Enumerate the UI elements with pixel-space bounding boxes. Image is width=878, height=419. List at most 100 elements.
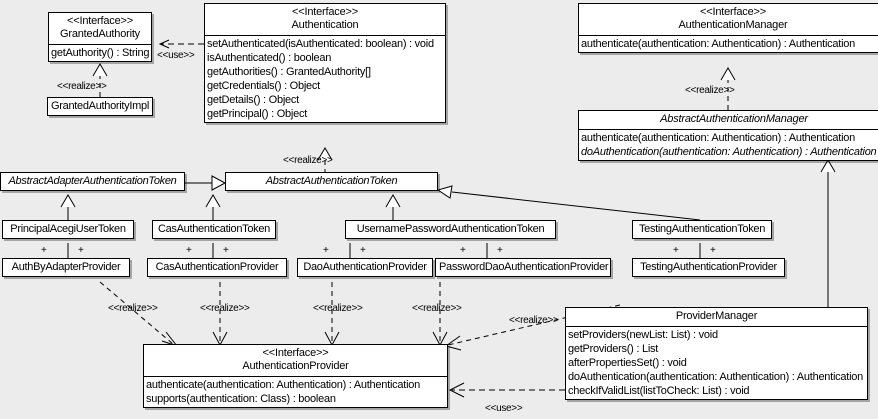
edge-label-realize-dao-provider: <<realize>>: [313, 303, 363, 314]
operation-supports: supports(authentication: Class) : boolea…: [146, 393, 336, 405]
operations-compartment: authenticate(authentication: Authenticat…: [579, 130, 878, 160]
edge-cas-token-extends-abstract-token: [205, 194, 221, 220]
class-name: ProviderManager: [675, 310, 758, 322]
association-end-plus: +: [673, 245, 679, 256]
edge-provider-manager-extends-abstract-auth-manager: [820, 159, 836, 307]
class-username-password-authentication-token[interactable]: UsernamePasswordAuthenticationToken: [345, 220, 556, 239]
operation-get-principal: getPrincipal() : Object: [207, 108, 308, 120]
class-name: AbstractAuthenticationManager: [660, 113, 808, 125]
operations-compartment: getAuthority() : String: [49, 45, 151, 61]
association-end-plus: +: [360, 245, 366, 256]
class-authentication[interactable]: <<Interface>> Authentication setAuthenti…: [204, 3, 446, 123]
class-name: AbstractAuthenticationToken: [265, 175, 398, 187]
operations-compartment: authenticate(authentication: Authenticat…: [144, 377, 447, 407]
edge-principal-token-extends-adapter-token: [60, 194, 76, 220]
stereotype-interface: <<Interface>>: [67, 15, 133, 27]
class-cas-authentication-provider[interactable]: CasAuthenticationProvider: [147, 258, 287, 277]
class-authentication-provider[interactable]: <<Interface>> AuthenticationProvider aut…: [143, 344, 448, 408]
divider: [579, 35, 878, 36]
operation-do-authentication: doAuthentication(authentication: Authent…: [581, 146, 877, 158]
stereotype-interface: <<Interface>>: [700, 6, 766, 18]
class-authentication-manager[interactable]: <<Interface>> AuthenticationManager auth…: [578, 3, 878, 53]
class-granted-authority-header: <<Interface>> GrantedAuthority: [49, 13, 151, 44]
class-name: Authentication: [291, 19, 359, 31]
operation-get-credentials: getCredentials() : Object: [207, 80, 320, 92]
class-abstract-authentication-manager[interactable]: AbstractAuthenticationManager authentica…: [578, 110, 878, 161]
class-name: CasAuthenticationToken: [157, 223, 271, 235]
class-provider-manager-header: ProviderManager: [566, 308, 867, 326]
operation-authenticate: authenticate(authentication: Authenticat…: [146, 379, 421, 391]
edge-label-realize-password-dao-provider: <<realize>>: [412, 303, 462, 314]
class-auth-by-adapter-provider[interactable]: AuthByAdapterProvider: [2, 258, 130, 277]
divider: [579, 129, 878, 130]
association-end-plus: +: [186, 245, 192, 256]
class-name: AbstractAdapterAuthenticationToken: [8, 175, 177, 187]
operations-compartment: setAuthenticated(isAuthenticated: boolea…: [205, 36, 445, 122]
class-name: PrincipalAcegiUserToken: [10, 223, 126, 235]
stereotype-interface: <<Interface>>: [292, 6, 358, 18]
operation-get-authority: getAuthority() : String: [51, 47, 150, 59]
class-provider-manager[interactable]: ProviderManager setProviders(newList: Li…: [565, 307, 868, 400]
operation-set-providers: setProviders(newList: List) : void: [568, 329, 718, 341]
class-abstract-adapter-authentication-token[interactable]: AbstractAdapterAuthenticationToken: [0, 172, 185, 191]
class-name: TestingAuthenticationProvider: [640, 261, 777, 273]
class-name: DaoAuthenticationProvider: [303, 261, 427, 273]
class-abstract-authentication-token[interactable]: AbstractAuthenticationToken: [225, 172, 438, 191]
divider: [49, 44, 151, 45]
class-cas-authentication-token[interactable]: CasAuthenticationToken: [152, 220, 276, 239]
operation-authenticate: authenticate(authentication: Authenticat…: [581, 132, 856, 144]
operations-compartment: setProviders(newList: List) : void getPr…: [566, 327, 867, 399]
class-name: AuthenticationManager: [678, 19, 788, 31]
class-name: GrantedAuthorityImpl: [51, 100, 149, 112]
operation-get-authorities: getAuthorities() : GrantedAuthority[]: [207, 66, 371, 78]
edge-auth-by-adapter-realizes-provider: [99, 281, 179, 348]
edge-username-password-token-extends-abstract-token: [385, 194, 401, 220]
class-authentication-provider-header: <<Interface>> AuthenticationProvider: [144, 345, 447, 376]
divider: [205, 35, 445, 36]
class-abstract-authentication-manager-header: AbstractAuthenticationManager: [579, 111, 878, 129]
edge-label-realize-abstract-auth-manager: <<realize>>: [685, 85, 735, 96]
association-end-plus: +: [223, 245, 229, 256]
class-dao-authentication-provider[interactable]: DaoAuthenticationProvider: [297, 258, 433, 277]
operation-get-providers: getProviders() : List: [568, 343, 659, 355]
class-name: TestingAuthenticationToken: [638, 223, 766, 235]
class-name: AuthenticationProvider: [242, 360, 349, 372]
association-end-plus: +: [497, 245, 503, 256]
class-granted-authority[interactable]: <<Interface>> GrantedAuthority getAuthor…: [48, 12, 152, 62]
operation-check-if-valid-list: checkIfValidList(listToCheck: List) : vo…: [568, 385, 750, 397]
class-name: AuthByAdapterProvider: [11, 261, 121, 273]
edge-provider-manager-uses-authentication-provider: [448, 382, 565, 398]
association-end-plus: +: [78, 245, 84, 256]
divider: [144, 376, 447, 377]
operation-do-authentication: doAuthentication(authentication: Authent…: [568, 371, 864, 383]
class-authentication-manager-header: <<Interface>> AuthenticationManager: [579, 4, 878, 35]
class-name: UsernamePasswordAuthenticationToken: [356, 223, 545, 235]
operation-set-authenticated: setAuthenticated(isAuthenticated: boolea…: [207, 38, 434, 50]
class-password-dao-authentication-provider[interactable]: PasswordDaoAuthenticationProvider: [435, 258, 611, 277]
edge-label-realize-cas-provider: <<realize>>: [200, 303, 250, 314]
class-name: PasswordDaoAuthenticationProvider: [439, 261, 609, 273]
class-granted-authority-impl[interactable]: GrantedAuthorityImpl: [47, 97, 153, 116]
edge-label-use-provider-manager: <<use>>: [485, 403, 523, 414]
class-name: GrantedAuthority: [60, 28, 140, 40]
class-testing-authentication-provider[interactable]: TestingAuthenticationProvider: [632, 258, 785, 277]
operations-compartment: authenticate(authentication: Authenticat…: [579, 36, 878, 52]
edge-label-realize-provider-manager: <<realize>>: [509, 315, 559, 326]
class-authentication-header: <<Interface>> Authentication: [205, 4, 445, 35]
stereotype-interface: <<Interface>>: [262, 347, 329, 359]
class-principal-acegi-user-token[interactable]: PrincipalAcegiUserToken: [2, 220, 134, 239]
operation-authenticate: authenticate(authentication: Authenticat…: [581, 38, 856, 50]
edge-label-realize-granted-authority-impl: <<realize>>: [57, 81, 107, 92]
class-name: CasAuthenticationProvider: [155, 261, 279, 273]
divider: [566, 326, 867, 327]
association-end-plus: +: [460, 245, 466, 256]
association-end-plus: +: [323, 245, 329, 256]
edge-testing-token-extends-abstract-token: [436, 185, 701, 221]
operation-get-details: getDetails() : Object: [207, 94, 299, 106]
association-end-plus: +: [710, 245, 716, 256]
class-testing-authentication-token[interactable]: TestingAuthenticationToken: [632, 220, 772, 239]
association-end-plus: +: [41, 245, 47, 256]
edge-label-realize-auth-by-adapter: <<realize>>: [108, 303, 158, 314]
edge-label-use-granted-authority: <<use>>: [157, 50, 195, 61]
